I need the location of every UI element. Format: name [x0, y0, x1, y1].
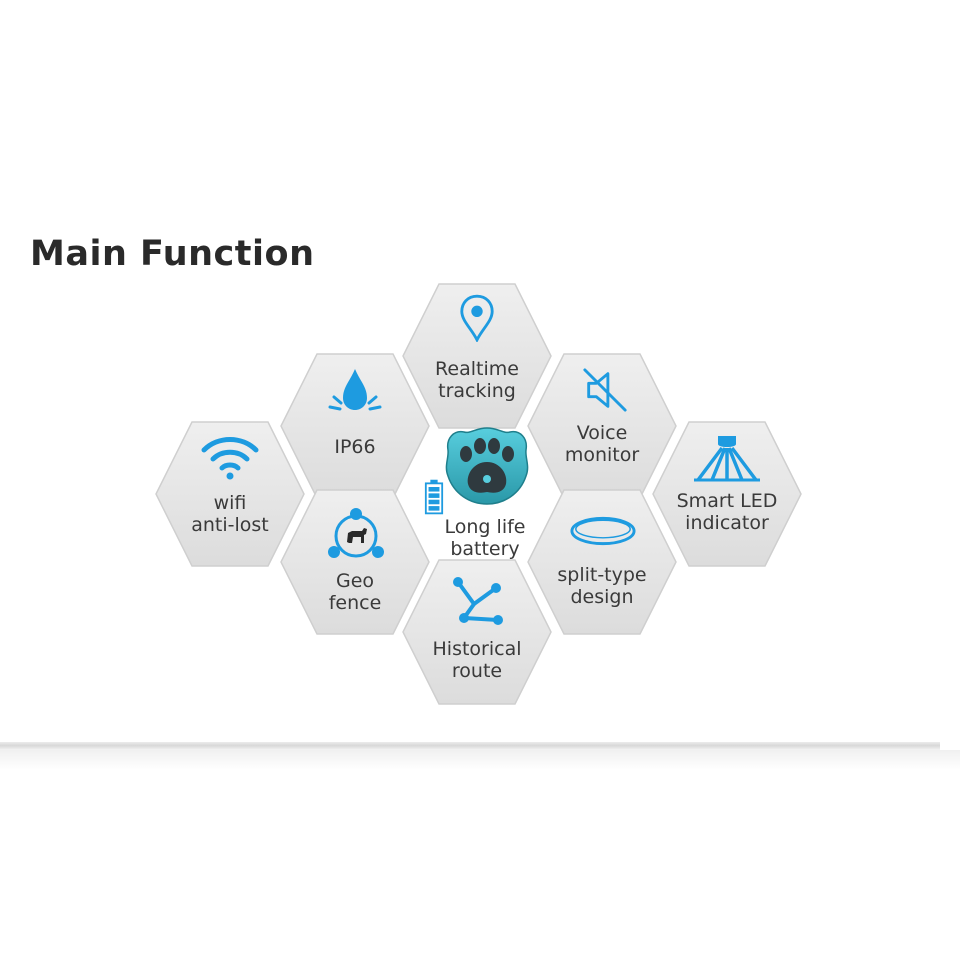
feature-label-line: Long life: [444, 516, 526, 538]
led-light-icon: [694, 436, 760, 482]
feature-label-line: split-type: [557, 564, 647, 586]
feature-long-life-battery: Long life battery: [404, 420, 554, 568]
hexagon-tile: [280, 489, 430, 635]
feature-label-line: tracking: [438, 380, 516, 402]
feature-label-line: Historical: [432, 638, 522, 660]
geo-fence-icon: [328, 508, 384, 558]
feature-label-line: Realtime: [435, 358, 519, 380]
page-title: Main Function: [30, 234, 315, 274]
feature-label-line: IP66: [334, 436, 376, 458]
feature-label-line: monitor: [564, 444, 640, 466]
feature-label-line: battery: [450, 538, 520, 560]
hexagon-tile: [155, 421, 305, 567]
speaker-muted-icon: [583, 368, 627, 412]
feature-label-line: Geo: [335, 570, 375, 592]
hexagon-tile: [652, 421, 802, 567]
water-drop-icon: [328, 369, 382, 411]
feature-historical-route: Historical route: [402, 558, 552, 706]
hexagon-tile: [402, 559, 552, 705]
feature-label-line: fence: [328, 592, 382, 614]
feature-geo-fence: Geo fence: [280, 488, 430, 636]
battery-icon: [424, 479, 444, 515]
feature-smart-led-indicator: Smart LED indicator: [652, 420, 802, 568]
floor-shadow-fade: [0, 750, 960, 770]
feature-label-line: Smart LED: [676, 490, 778, 512]
feature-label-line: anti-lost: [191, 514, 269, 536]
ring-icon: [570, 516, 636, 546]
hexagon-tile: [402, 283, 552, 429]
feature-realtime-tracking: Realtime tracking: [402, 282, 552, 430]
feature-split-type-design: split-type design: [527, 488, 677, 636]
floor-shadow-line: [0, 742, 940, 750]
feature-ip66: IP66: [280, 352, 430, 500]
feature-label-line: route: [451, 660, 503, 682]
feature-wifi-anti-lost: wifi anti-lost: [155, 420, 305, 568]
feature-label-line: design: [570, 586, 634, 608]
pet-tracker-device-icon: [445, 427, 529, 505]
feature-label-line: wifi: [213, 492, 247, 514]
feature-label-line: indicator: [685, 512, 769, 534]
location-pin-icon: [460, 294, 494, 342]
wifi-icon: [201, 437, 259, 480]
feature-label-line: Voice: [576, 422, 628, 444]
hexagon-tile: [527, 489, 677, 635]
route-icon: [453, 577, 503, 625]
